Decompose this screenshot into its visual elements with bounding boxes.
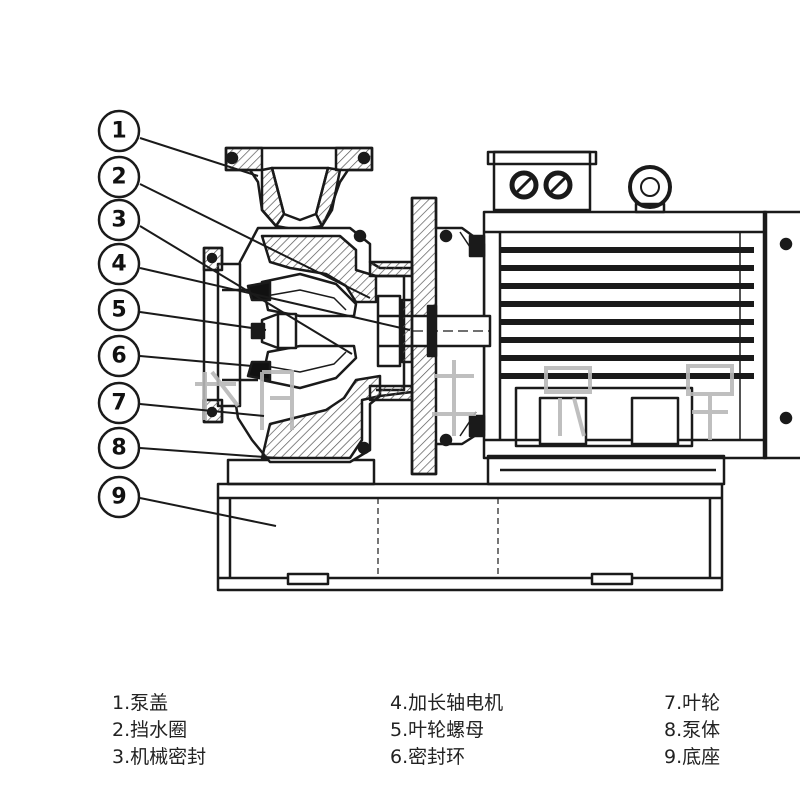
callouts: 1 2 3 4 5 6 7 8	[97, 109, 141, 519]
legend-item-water-slinger: 2.挡水圈	[112, 719, 188, 741]
callout-6: 6	[97, 334, 141, 378]
callout-9: 9	[97, 475, 141, 519]
callout-3-label: 3	[111, 208, 126, 233]
pump-outlet	[224, 146, 374, 232]
callout-4: 4	[97, 242, 141, 286]
callout-4-label: 4	[111, 252, 126, 277]
callout-7: 7	[97, 381, 141, 425]
legend-column-3: 7.叶轮 8.泵体 9.底座	[664, 690, 720, 771]
legend-item-mechanical-seal: 3.机械密封	[112, 746, 207, 768]
motor-body	[482, 210, 800, 460]
legend-item-pump-body: 8.泵体	[664, 719, 721, 741]
legend-item-impeller-nut: 5.叶轮螺母	[390, 719, 485, 741]
callout-3: 3	[97, 198, 141, 242]
callout-8: 8	[97, 426, 141, 470]
callout-9-label: 9	[111, 485, 126, 510]
impeller	[246, 272, 358, 390]
legend-column-2: 4.加长轴电机 5.叶轮螺母 6.密封环	[390, 690, 503, 771]
callout-8-label: 8	[111, 436, 126, 461]
legend-item-pump-cover: 1.泵盖	[112, 692, 169, 714]
callout-2: 2	[97, 155, 141, 199]
impeller-nut	[250, 312, 298, 350]
watermark	[195, 360, 734, 440]
callout-1: 1	[97, 109, 141, 153]
callout-1-label: 1	[111, 119, 126, 144]
lifting-eye-icon	[628, 165, 672, 214]
callout-6-label: 6	[111, 344, 126, 369]
callout-5-label: 5	[111, 298, 126, 323]
terminal-box-icon	[486, 150, 598, 212]
legend-item-extended-shaft-motor: 4.加长轴电机	[390, 692, 504, 714]
base-frame	[216, 454, 726, 592]
callout-7-label: 7	[111, 391, 126, 416]
legend-column-1: 1.泵盖 2.挡水圈 3.机械密封	[112, 690, 206, 771]
legend-item-impeller: 7.叶轮	[664, 692, 721, 714]
water-slinger	[426, 304, 438, 358]
callout-2-label: 2	[111, 165, 126, 190]
legend-item-seal-ring: 6.密封环	[390, 746, 466, 768]
callout-5: 5	[97, 288, 141, 332]
legend-item-base: 9.底座	[664, 746, 721, 768]
callout-leaders	[139, 137, 411, 527]
mechanical-seal	[376, 294, 414, 368]
